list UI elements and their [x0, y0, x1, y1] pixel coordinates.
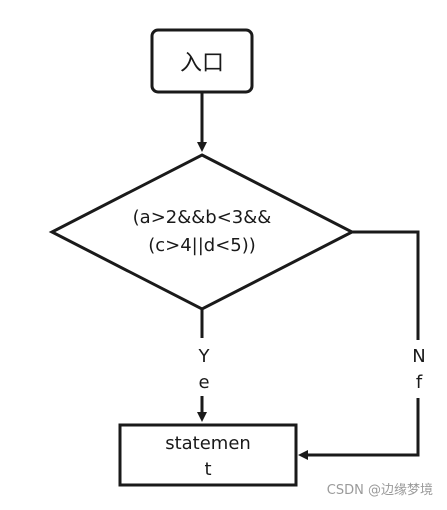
watermark-text: CSDN @边缘梦境: [326, 483, 433, 498]
no-label-char-2: f: [416, 372, 423, 393]
no-branch-arrow: [298, 398, 420, 460]
no-label-char-1: N: [412, 346, 425, 367]
condition-line-2: (c>4||d<5)): [148, 235, 256, 256]
entry-label: 入口: [180, 51, 224, 76]
statement-line-2: t: [204, 459, 211, 480]
no-branch-line-top: [352, 230, 420, 340]
statement-box: [118, 423, 298, 487]
condition-line-1: (a>2&&b<3&&: [133, 207, 272, 228]
yes-label-char-1: Y: [198, 346, 211, 367]
statement-line-1: statemen: [165, 433, 251, 454]
decision-diamond: [48, 153, 356, 311]
yes-label-char-2: e: [198, 372, 209, 393]
